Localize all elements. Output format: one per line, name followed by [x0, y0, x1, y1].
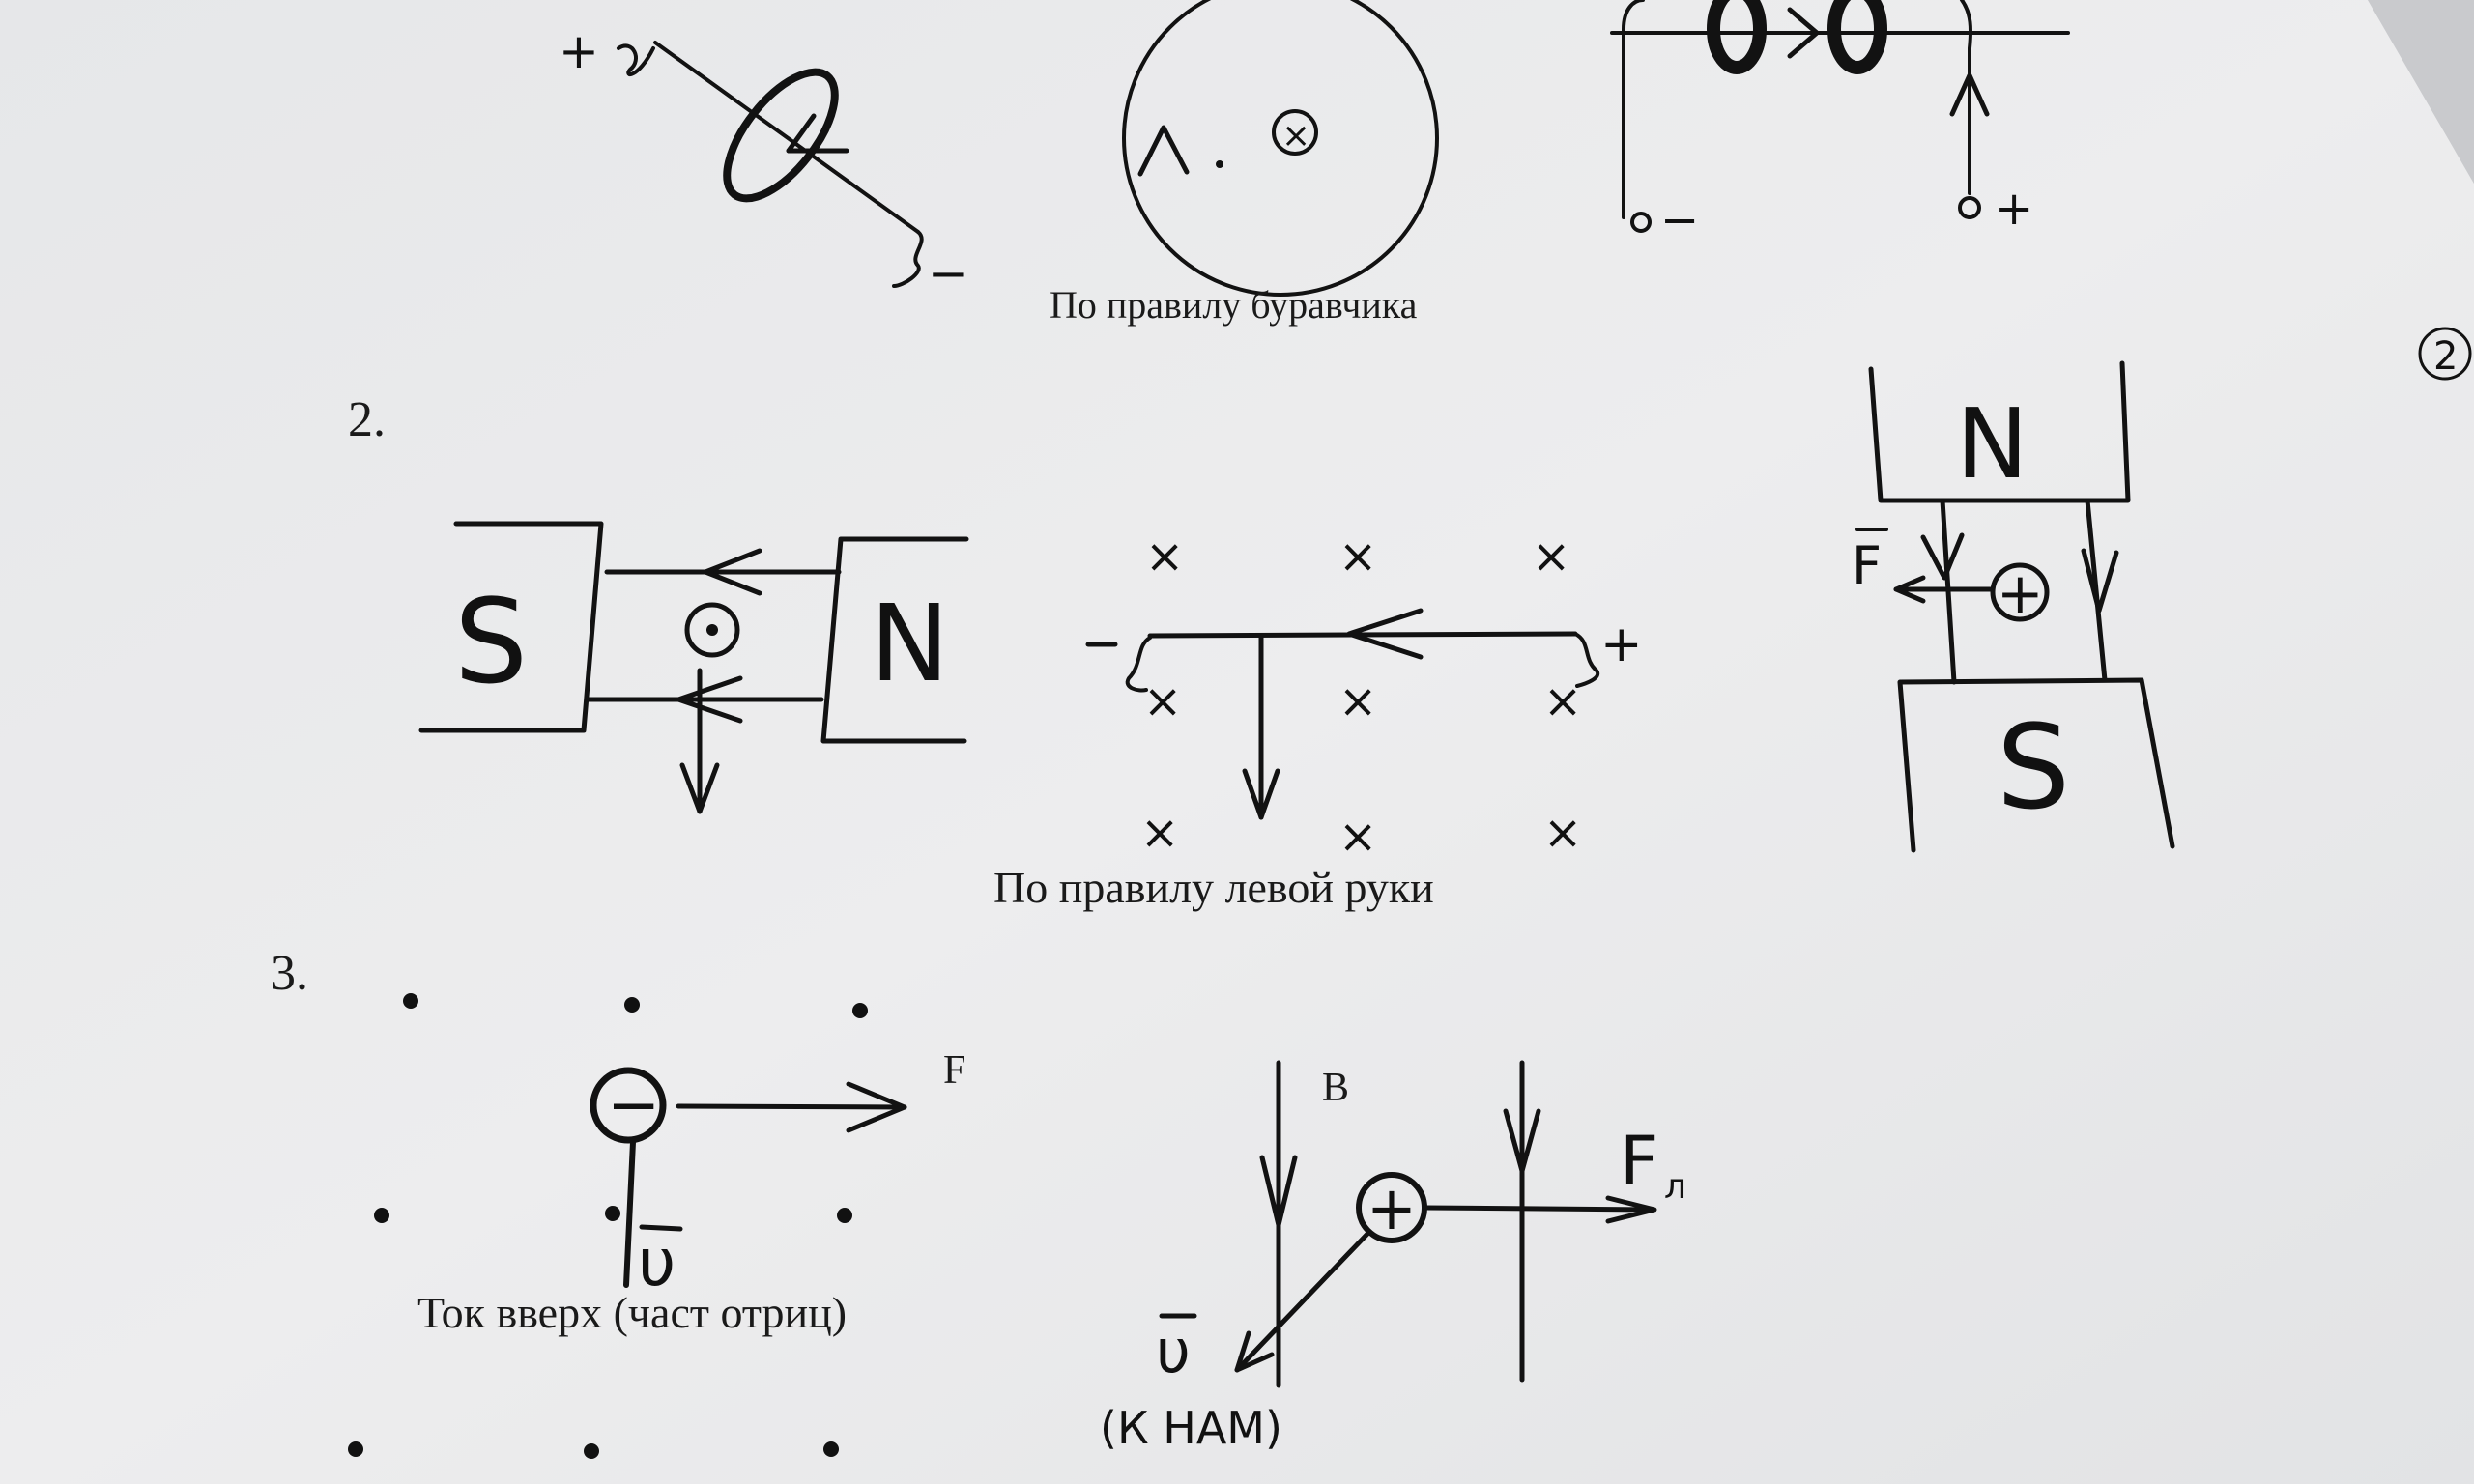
horizontal-magnet-diagram: S N [418, 521, 969, 814]
positive-charge-plus: + [1366, 1173, 1417, 1243]
vertical-magnet-diagram: N S + F [1852, 360, 2175, 853]
wire-through-ring-diagram: + − [559, 23, 968, 301]
induction-label: B [1322, 1066, 1350, 1110]
velocity-vector-letter: υ [638, 1225, 676, 1301]
force-vector-letter: F [1852, 535, 1882, 596]
field-cross: × [1338, 674, 1377, 728]
conductor-plus-sign: + [1600, 615, 1643, 673]
field-cross: × [1338, 810, 1377, 864]
north-pole-letter: N [1956, 387, 2028, 500]
current-up-caption: Ток вверх (част отриц) [417, 1288, 848, 1337]
coil-minus-terminal-sign: − [1660, 193, 1699, 247]
positive-charge-plus: + [1997, 560, 2044, 626]
margin-page-digit: 2 [2433, 334, 2458, 379]
coil-diagram: − + [1610, 0, 2070, 247]
north-pole-letter: N [870, 582, 949, 705]
gimlet-rule-caption: По правилу буравчика [1050, 283, 1418, 327]
field-cross: × [1140, 806, 1179, 860]
south-pole-letter: S [454, 576, 528, 710]
coil-plus-terminal-sign: + [1995, 182, 2033, 236]
negative-charge-minus: − [607, 1068, 660, 1142]
terminal-minus-sign: − [928, 245, 968, 301]
circular-field-diagram: × [1122, 0, 1439, 297]
lorentz-force-subscript: л [1664, 1167, 1686, 1207]
lorentz-force-diagram: + F л υ (К НАМ) [1100, 1060, 1686, 1454]
section-number-3: 3. [271, 946, 308, 1001]
left-hand-rule-caption: По правилу левой руки [993, 863, 1434, 912]
toward-us-note: (К НАМ) [1100, 1402, 1282, 1454]
south-pole-letter: S [1997, 701, 2070, 836]
current-into-page-cross: × [1281, 116, 1310, 156]
velocity-vector-letter: υ [1156, 1316, 1191, 1386]
lorentz-force-letter: F [1620, 1122, 1658, 1201]
paper-shadow-edge [2368, 0, 2474, 184]
field-cross: × [1532, 529, 1570, 584]
field-cross: × [1145, 529, 1184, 584]
field-cross: × [1143, 674, 1182, 728]
field-cross: × [1543, 674, 1582, 728]
dot-field-diagram: − υ [348, 993, 907, 1459]
section-number-2: 2. [348, 392, 386, 447]
margin-page-number: 2 [2418, 327, 2472, 381]
terminal-plus-sign: + [559, 23, 599, 79]
field-cross: × [1543, 806, 1582, 860]
field-cross: × [1338, 529, 1377, 584]
cross-field-diagram: × × × × × × × × × + [1085, 529, 1643, 864]
force-label: F [943, 1048, 966, 1093]
